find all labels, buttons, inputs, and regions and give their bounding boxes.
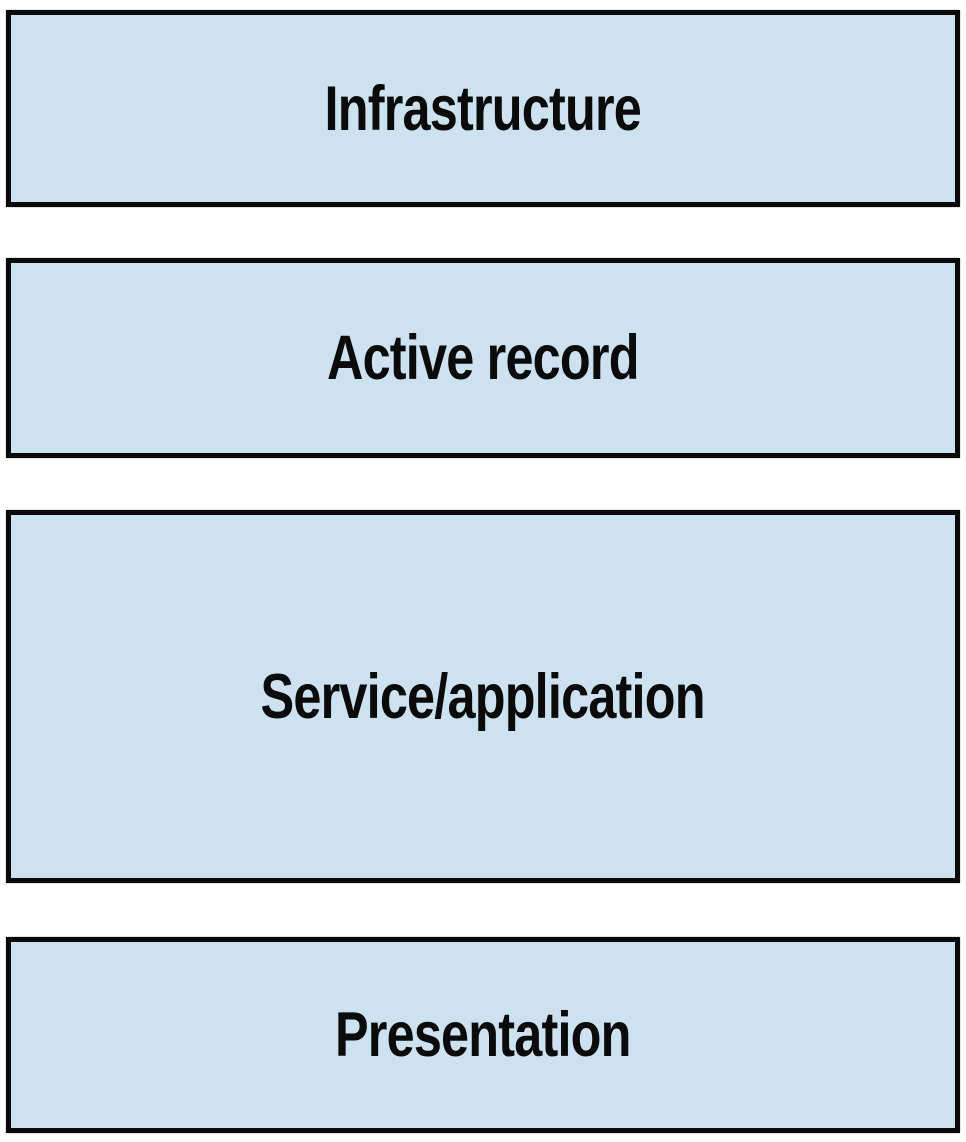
layer-label-presentation: Presentation	[335, 1000, 631, 1070]
layer-label-service-application: Service/application	[260, 661, 706, 732]
layer-label-infrastructure: Infrastructure	[324, 73, 642, 144]
layer-label-active-record: Active record	[327, 323, 640, 393]
layer-box-infrastructure: Infrastructure	[6, 10, 960, 207]
layer-box-active-record: Active record	[6, 258, 960, 458]
layer-box-presentation: Presentation	[6, 937, 960, 1133]
layer-box-service-application: Service/application	[6, 510, 960, 883]
